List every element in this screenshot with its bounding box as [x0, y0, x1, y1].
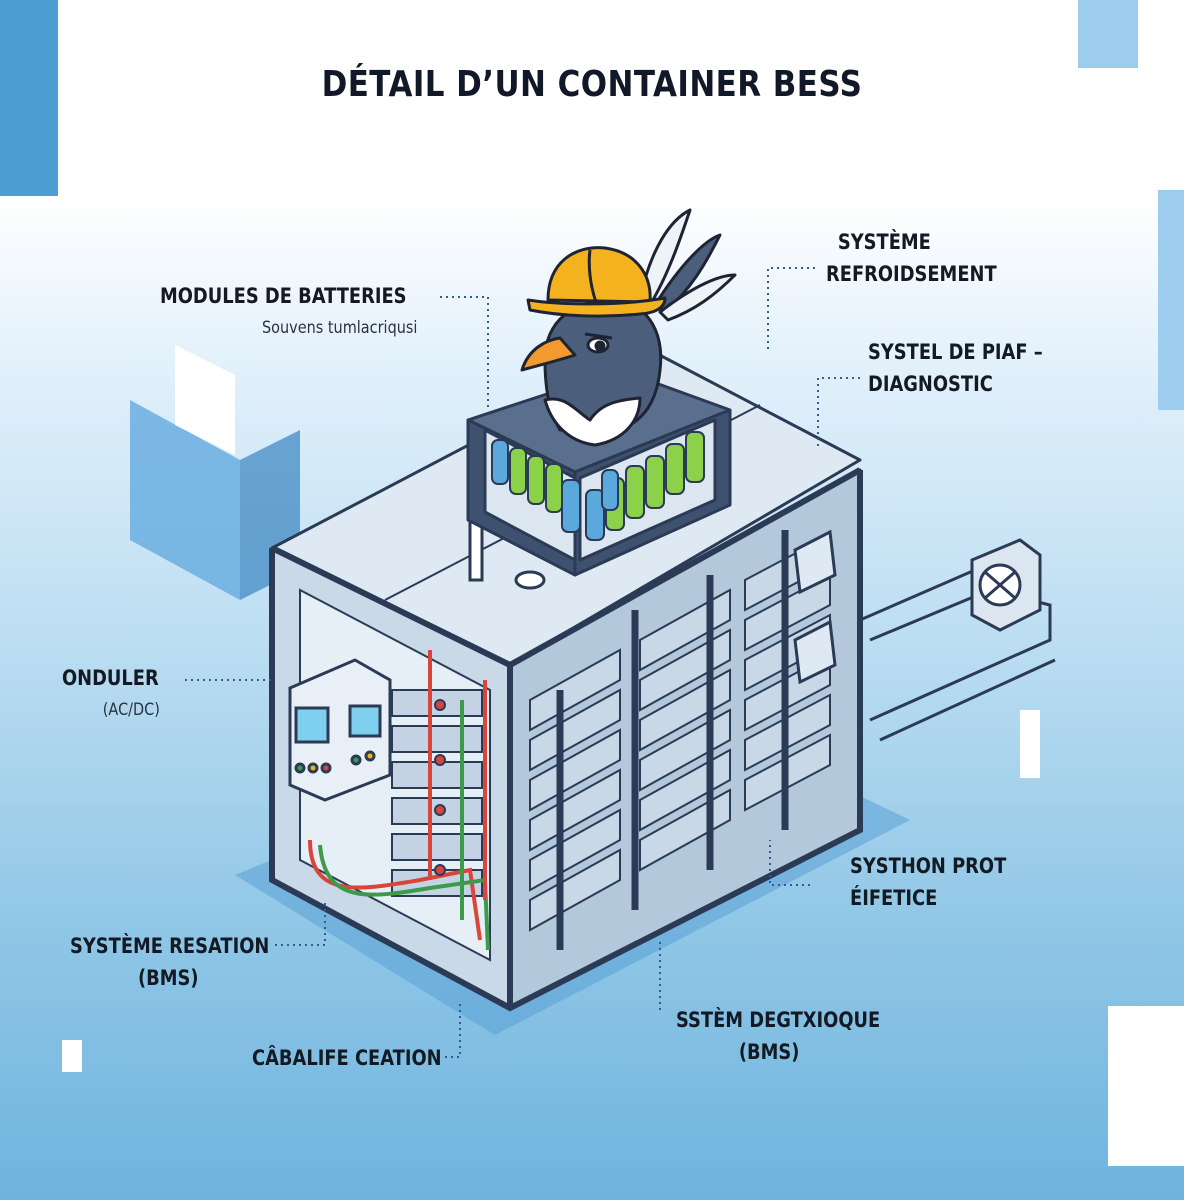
- deco-bar-small-left: [62, 1040, 82, 1072]
- label-cabling-line1: CÂBALIFE CEATION: [252, 1046, 442, 1070]
- label-cooling-system: SYSTÈME REFROIDSEMENT: [826, 226, 997, 290]
- control-panel-icon: [288, 658, 392, 802]
- label-battery-modules: MODULES DE BATTERIES Souvens tumlacriqus…: [160, 280, 417, 344]
- deco-block-top-left: [0, 0, 58, 196]
- label-bms-left-line1: SYSTÈME RESATION: [70, 934, 270, 958]
- label-bms-bottom-line1: SSTÈM DEGTXIOQUE: [676, 1008, 881, 1032]
- label-battery-modules-title: MODULES DE BATTERIES: [160, 284, 407, 308]
- label-cabling: CÂBALIFE CEATION: [252, 1042, 442, 1074]
- rack-posts: [556, 530, 789, 950]
- mascot-bird-with-hard-hat-icon: [520, 208, 737, 447]
- deco-bar-small-right: [1020, 710, 1040, 778]
- label-inverter: ONDULER (AC/DC): [62, 662, 160, 726]
- label-diagnostic-line2: DIAGNOSTIC: [868, 372, 993, 396]
- page-title: DÉTAIL D’UN CONTAINER BESS: [321, 64, 863, 105]
- label-cooling-line1: SYSTÈME: [837, 230, 931, 254]
- deco-block-bottom-right: [1108, 1006, 1184, 1166]
- label-diagnostic-line1: SYSTEL DE PIAF –: [868, 340, 1043, 364]
- label-protection-system: SYSTHON PROT ÉIFETICE: [850, 850, 1006, 914]
- label-bms-bottom-line2: (BMS): [738, 1040, 800, 1064]
- container-frame: [269, 467, 863, 1012]
- label-diagnostic-system: SYSTEL DE PIAF – DIAGNOSTIC: [868, 336, 1043, 400]
- deco-block-top-right: [1078, 0, 1138, 68]
- label-bms-left-line2: (BMS): [138, 966, 199, 990]
- label-bms-bottom: SSTÈM DEGTXIOQUE (BMS): [676, 1004, 880, 1068]
- label-protection-line1: SYSTHON PROT: [850, 854, 1007, 878]
- leader-lines: [185, 267, 860, 1058]
- external-cooling-unit: [859, 538, 1056, 742]
- label-inverter-line1: ONDULER: [62, 666, 159, 690]
- battery-cells: [491, 431, 705, 541]
- deco-block-right: [1158, 190, 1184, 410]
- label-cooling-line2: REFROIDSEMENT: [826, 262, 997, 286]
- label-bms-left: SYSTÈME RESATION (BMS): [70, 930, 269, 994]
- label-battery-modules-sub: Souvens tumlacriqusi: [262, 318, 418, 338]
- label-inverter-line2: (AC/DC): [102, 700, 160, 720]
- label-protection-line2: ÉIFETICE: [850, 886, 938, 910]
- side-junction-boxes: [793, 529, 837, 685]
